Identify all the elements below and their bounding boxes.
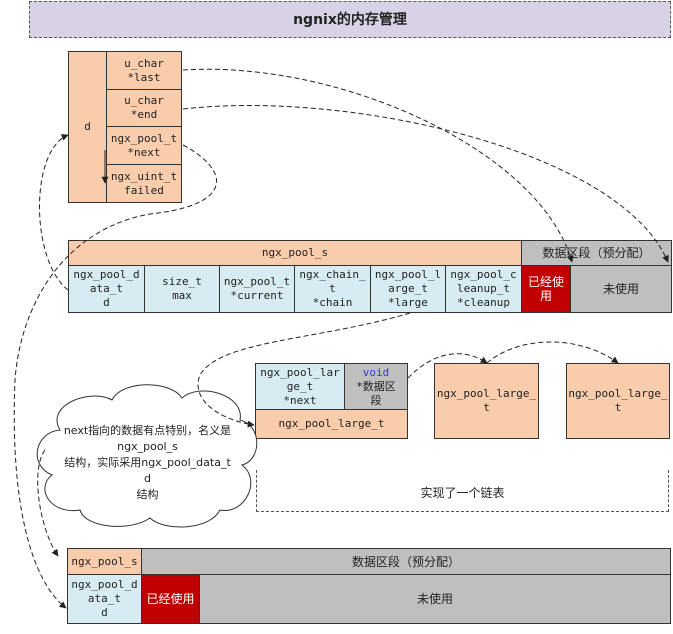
field-failed: ngx_uint_t failed bbox=[106, 164, 182, 203]
d-struct-label: d bbox=[68, 51, 107, 203]
pool-used: 已经使 用 bbox=[521, 265, 571, 313]
arrow-end-to-unused bbox=[182, 105, 669, 263]
page-title: ngnix的内存管理 bbox=[29, 1, 671, 38]
field-end: u_char *end bbox=[106, 89, 182, 127]
pool-unused: 未使用 bbox=[570, 265, 672, 313]
pool-field-large: ngx_pool_l arge_t *large bbox=[370, 265, 446, 313]
large-box-2: ngx_pool_large_ t bbox=[434, 363, 539, 439]
void-keyword: void bbox=[362, 365, 390, 379]
large-next-field: ngx_pool_lar ge_t *next bbox=[255, 363, 345, 410]
pool-header: ngx_pool_s bbox=[68, 240, 522, 266]
pool-field-current: ngx_pool_t *current bbox=[219, 265, 295, 313]
field-last: u_char *last bbox=[106, 51, 182, 90]
pool2-header: ngx_pool_s bbox=[67, 548, 142, 575]
list-caption: 实现了一个链表 bbox=[420, 486, 505, 500]
arrow-d-loop bbox=[39, 134, 69, 291]
field-next: ngx_pool_t *next bbox=[106, 126, 182, 165]
large-data-field: void *数据区 段 bbox=[344, 363, 408, 410]
cloud-note: next指向的数据有点特别，名义是 ngx_pool_s 结构，实际采用ngx_… bbox=[63, 424, 232, 501]
large-box-3: ngx_pool_large_ t bbox=[566, 363, 670, 439]
large-label: ngx_pool_large_t bbox=[255, 409, 408, 439]
arrow-last-to-used bbox=[182, 68, 574, 263]
pool2-data-header: 数据区段（预分配） bbox=[141, 548, 671, 575]
pool-field-d: ngx_pool_d ata_t d bbox=[68, 265, 145, 313]
pool-field-max: size_t max bbox=[144, 265, 220, 313]
pool-data-header: 数据区段（预分配） bbox=[521, 240, 672, 266]
pool2-unused: 未使用 bbox=[199, 574, 671, 624]
pool2-used: 已经使用 bbox=[141, 574, 200, 624]
pool2-field-d: ngx_pool_d ata_t d bbox=[67, 574, 142, 624]
arrow-next-to-cloud bbox=[13, 144, 218, 609]
pool-field-chain: ngx_chain_ t *chain bbox=[294, 265, 371, 313]
arrow-list-2 bbox=[486, 341, 619, 364]
large-data-label: *数据区 段 bbox=[356, 379, 396, 407]
pool-field-cleanup: ngx_pool_c leanup_t *cleanup bbox=[445, 265, 522, 313]
